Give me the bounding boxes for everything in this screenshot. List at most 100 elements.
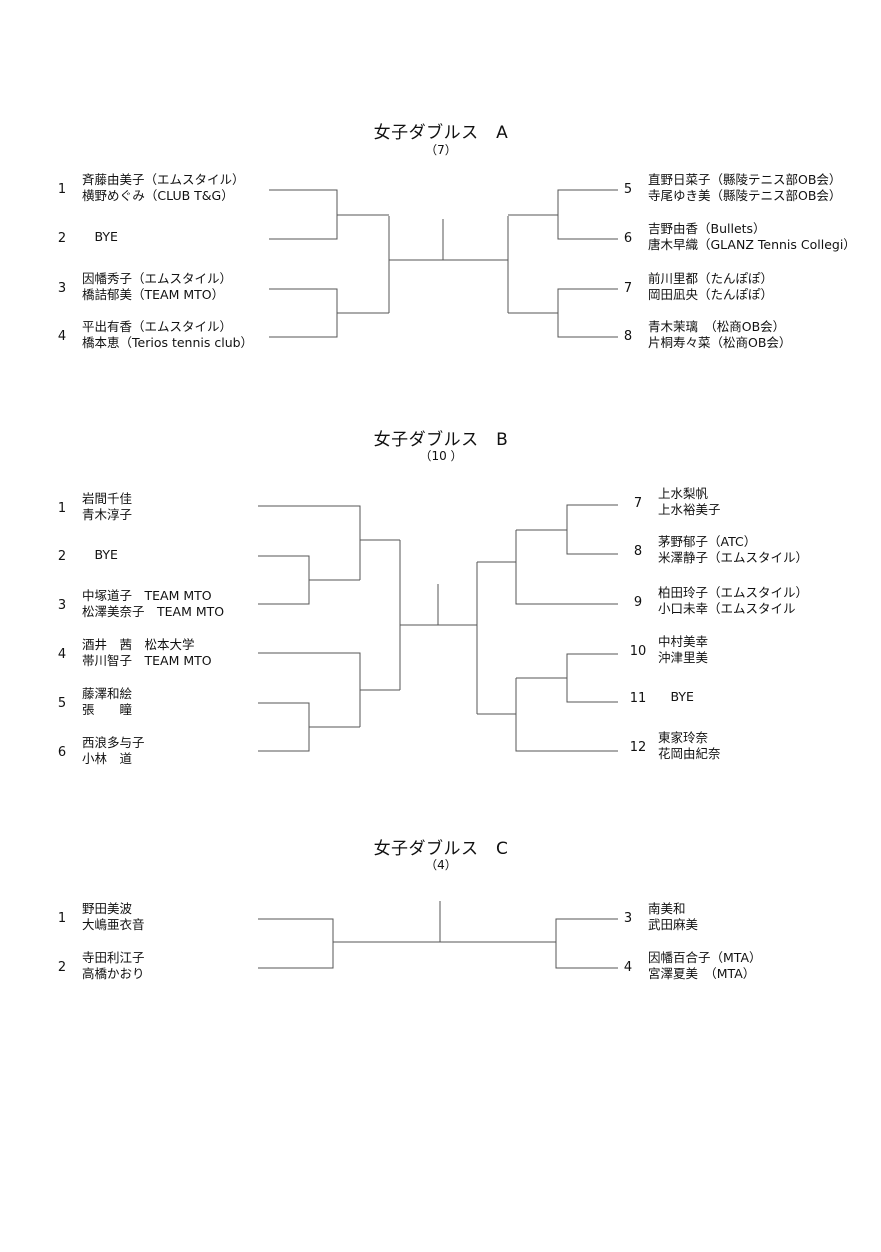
team-entry: 柏田玲子（エムスタイル）小口未幸（エムスタイル bbox=[658, 585, 808, 617]
player-name: 青木淳子 bbox=[82, 507, 133, 522]
seed-number: 2 bbox=[57, 231, 67, 246]
team-entry: 藤澤和絵張 瞳 bbox=[82, 686, 132, 718]
team-entry: 南美和武田麻美 bbox=[648, 901, 698, 933]
team-entry: 酒井 茜 松本大学帯川智子 TEAM MTO bbox=[82, 637, 212, 669]
bracket-title: 女子ダブルス B bbox=[373, 430, 509, 450]
player-name: 吉野由香（Bullets） bbox=[648, 221, 766, 236]
team-entry: 前川里都（たんぽぽ）岡田凪央（たんぽぽ） bbox=[648, 271, 773, 303]
team-entry: 野田美波大嶋亜衣音 bbox=[82, 901, 145, 933]
seed-number: 2 bbox=[57, 960, 67, 975]
bracket-line bbox=[258, 505, 400, 605]
player-name: 野田美波 bbox=[82, 901, 133, 916]
team-entry: 東家玲奈花岡由紀奈 bbox=[658, 730, 721, 762]
player-name: 帯川智子 TEAM MTO bbox=[82, 653, 212, 668]
player-name: 平出有香（エムスタイル） bbox=[82, 319, 233, 334]
bracket-title: 女子ダブルス A bbox=[373, 123, 509, 143]
seed-number: 7 bbox=[623, 281, 633, 296]
bracket-line bbox=[269, 189, 389, 240]
player-name: 上水裕美子 bbox=[658, 502, 721, 517]
player-name: BYE bbox=[658, 689, 694, 704]
team-entry: BYE bbox=[658, 689, 694, 705]
team-entry: 岩間千佳青木淳子 bbox=[82, 491, 132, 523]
player-name: 斉藤由美子（エムスタイル） bbox=[82, 172, 245, 187]
seed-number: 9 bbox=[633, 595, 643, 610]
seed-number: 4 bbox=[57, 647, 67, 662]
team-entry: 中村美幸沖津里美 bbox=[658, 634, 708, 666]
player-name: 小林 道 bbox=[82, 751, 133, 766]
player-name: 前川里都（たんぽぽ） bbox=[648, 271, 774, 286]
player-name: BYE bbox=[82, 229, 118, 244]
player-name: 宮澤夏美 （MTA） bbox=[648, 966, 756, 981]
player-name: 柏田玲子（エムスタイル） bbox=[658, 585, 809, 600]
player-name: 沖津里美 bbox=[658, 650, 709, 665]
bracket-line bbox=[388, 216, 508, 313]
seed-number: 11 bbox=[629, 691, 647, 706]
seed-number: 8 bbox=[623, 329, 633, 344]
seed-number: 3 bbox=[57, 281, 67, 296]
team-entry: 寺田利江子高橋かおり bbox=[82, 950, 145, 982]
seed-number: 3 bbox=[623, 911, 633, 926]
seed-number: 4 bbox=[57, 329, 67, 344]
bracket-entry-count: （10 ） bbox=[419, 449, 463, 463]
player-name: 中塚道子 TEAM MTO bbox=[82, 588, 212, 603]
player-name: 米澤静子（エムスタイル） bbox=[658, 550, 809, 565]
player-name: 中村美幸 bbox=[658, 634, 709, 649]
player-name: 唐木早織（GLANZ Tennis Collegi） bbox=[648, 237, 856, 252]
player-name: 高橋かおり bbox=[82, 966, 145, 981]
player-name: 片桐寿々菜（松商OB会） bbox=[648, 335, 792, 350]
player-name: 寺田利江子 bbox=[82, 950, 145, 965]
team-entry: 茅野郁子（ATC）米澤静子（エムスタイル） bbox=[658, 534, 808, 566]
player-name: 寺尾ゆき美（縣陵テニス部OB会） bbox=[648, 188, 842, 203]
seed-number: 7 bbox=[633, 496, 643, 511]
seed-number: 1 bbox=[57, 501, 67, 516]
player-name: 茅野郁子（ATC） bbox=[658, 534, 757, 549]
player-name: 酒井 茜 松本大学 bbox=[82, 637, 195, 652]
team-entry: 斉藤由美子（エムスタイル）横野めぐみ（CLUB T&G） bbox=[82, 172, 245, 204]
player-name: 張 瞳 bbox=[82, 702, 133, 717]
seed-number: 6 bbox=[623, 231, 633, 246]
bracket-entry-count: （7） bbox=[425, 143, 457, 157]
player-name: 岩間千佳 bbox=[82, 491, 133, 506]
seed-number: 8 bbox=[633, 544, 643, 559]
player-name: BYE bbox=[82, 547, 118, 562]
bracket-line bbox=[258, 918, 556, 969]
team-entry: 因幡百合子（MTA）宮澤夏美 （MTA） bbox=[648, 950, 762, 982]
player-name: 橋詰郁美（TEAM MTO） bbox=[82, 287, 225, 302]
bracket-line bbox=[508, 288, 618, 338]
player-name: 青木茉璃 （松商OB会） bbox=[648, 319, 786, 334]
team-entry: BYE bbox=[82, 229, 118, 245]
bracket-line bbox=[508, 189, 618, 240]
player-name: 松澤美奈子 TEAM MTO bbox=[82, 604, 225, 619]
player-name: 藤澤和絵 bbox=[82, 686, 133, 701]
bracket-line bbox=[269, 288, 389, 338]
team-entry: 因幡秀子（エムスタイル）橋詰郁美（TEAM MTO） bbox=[82, 271, 232, 303]
seed-number: 1 bbox=[57, 911, 67, 926]
player-name: 東家玲奈 bbox=[658, 730, 709, 745]
player-name: 因幡秀子（エムスタイル） bbox=[82, 271, 233, 286]
player-name: 上水梨帆 bbox=[658, 486, 709, 501]
player-name: 直野日菜子（縣陵テニス部OB会） bbox=[648, 172, 842, 187]
seed-number: 1 bbox=[57, 182, 67, 197]
player-name: 横野めぐみ（CLUB T&G） bbox=[82, 188, 234, 203]
seed-number: 6 bbox=[57, 745, 67, 760]
player-name: 花岡由紀奈 bbox=[658, 746, 721, 761]
team-entry: 直野日菜子（縣陵テニス部OB会）寺尾ゆき美（縣陵テニス部OB会） bbox=[648, 172, 841, 204]
seed-number: 5 bbox=[623, 182, 633, 197]
seed-number: 10 bbox=[629, 644, 647, 659]
team-entry: 平出有香（エムスタイル）橋本恵（Terios tennis club） bbox=[82, 319, 253, 351]
bracket-entry-count: （4） bbox=[425, 858, 457, 872]
player-name: 西浪多与子 bbox=[82, 735, 145, 750]
team-entry: 青木茉璃 （松商OB会）片桐寿々菜（松商OB会） bbox=[648, 319, 791, 351]
seed-number: 3 bbox=[57, 598, 67, 613]
seed-number: 5 bbox=[57, 696, 67, 711]
bracket-line bbox=[477, 504, 618, 605]
player-name: 因幡百合子（MTA） bbox=[648, 950, 762, 965]
bracket-line bbox=[477, 653, 618, 752]
team-entry: 吉野由香（Bullets）唐木早織（GLANZ Tennis Collegi） bbox=[648, 221, 856, 253]
seed-number: 4 bbox=[623, 960, 633, 975]
bracket-title: 女子ダブルス C bbox=[373, 839, 509, 859]
team-entry: BYE bbox=[82, 547, 118, 563]
player-name: 小口未幸（エムスタイル bbox=[658, 601, 796, 616]
